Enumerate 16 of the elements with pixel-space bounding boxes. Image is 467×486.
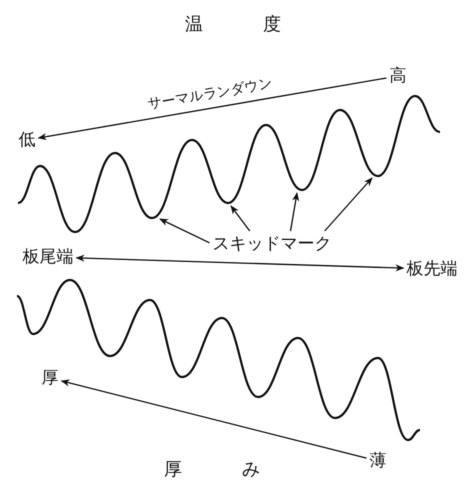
arrow xyxy=(76,254,404,272)
axis-title: 温度 xyxy=(185,15,341,35)
arrow xyxy=(38,77,387,140)
node-label: 高 xyxy=(390,66,406,86)
node-label: 板尾端 xyxy=(22,247,74,267)
node-label: 薄 xyxy=(370,451,386,471)
node-label: 厚 xyxy=(42,368,58,388)
leader-line xyxy=(159,218,210,244)
node-label: 板先端 xyxy=(406,259,458,279)
leader-line xyxy=(230,205,250,232)
node-label: 低 xyxy=(18,130,36,150)
leader-line xyxy=(324,177,373,232)
leader-line xyxy=(290,192,300,232)
axis-title: 厚み xyxy=(164,460,320,480)
node-label: スキッドマーク xyxy=(212,234,332,254)
arrow xyxy=(60,379,367,459)
